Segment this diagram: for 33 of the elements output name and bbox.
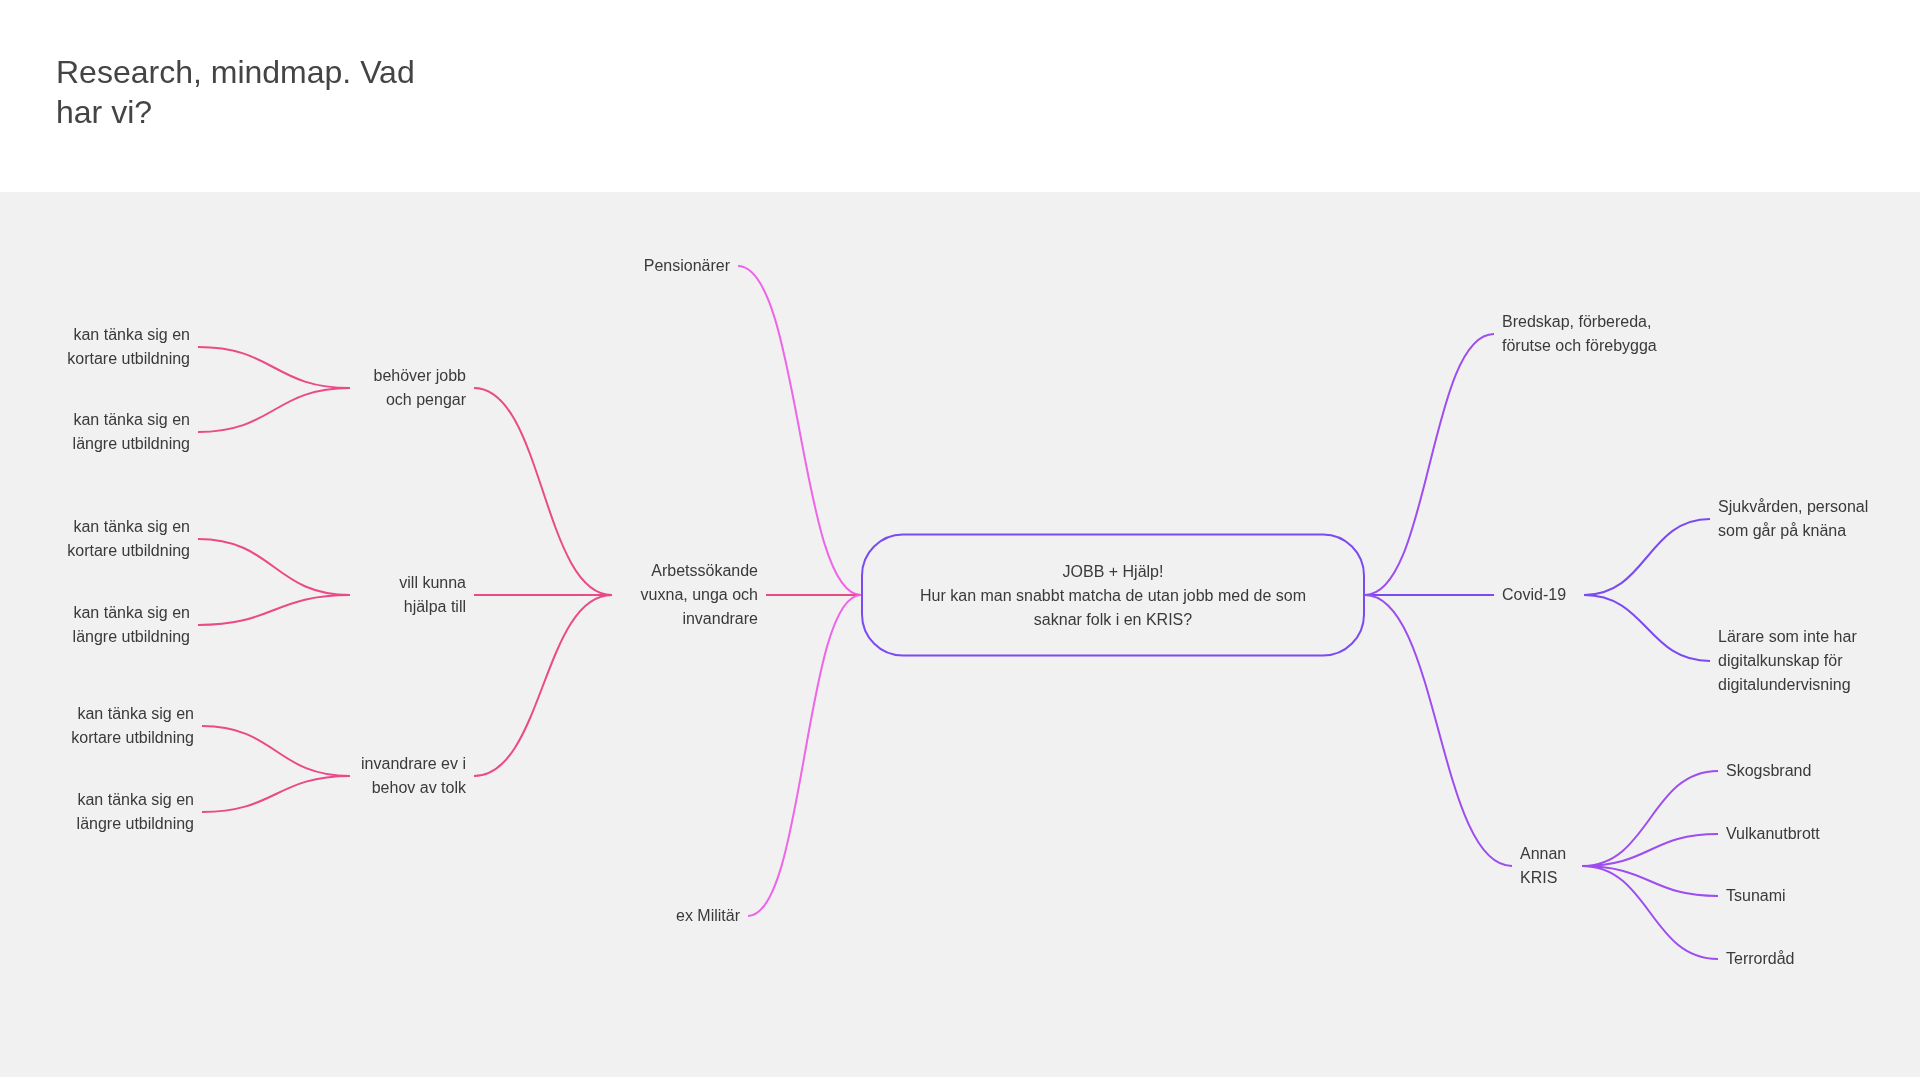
title: Research, mindmap. Vad har vi? <box>56 53 416 132</box>
branch-line <box>747 594 862 917</box>
topic-question: Hur kan man snabbt matcha de utan jobb med de som saknar folk i en KRIS? <box>919 585 1307 629</box>
branch-line <box>201 775 351 813</box>
topic-box <box>861 533 1365 657</box>
branch-label: kan tänka sig en längre utbildning <box>75 790 194 834</box>
branch-label: kan tänka sig en längre utbildning <box>71 603 190 647</box>
branch-label: Terrordåd <box>1726 949 1796 969</box>
branch-label: kan tänka sig en längre utbildning <box>71 410 190 454</box>
branch-label: Arbetssökande vuxna, unga och invandrare <box>639 561 758 629</box>
branch-label: Pensionärer <box>642 256 730 276</box>
branch-label: kan tänka sig en kortare utbildning <box>66 517 190 561</box>
branch-label: Sjukvården, personal som går på knäna <box>1718 497 1870 541</box>
branch-label: Tsunami <box>1726 886 1787 906</box>
branch-label: vill kunna hjälpa till <box>398 573 466 617</box>
branch-label: kan tänka sig en kortare utbildning <box>66 325 190 369</box>
branch-label: Annan KRIS <box>1520 844 1568 888</box>
branch-line <box>197 387 351 433</box>
branch-label: Bredskap, förbereda, förutse och förebygga <box>1502 312 1658 356</box>
branch-label: kan tänka sig en kortare utbildning <box>70 704 194 748</box>
branch-label: Vulkanutbrott <box>1726 824 1821 844</box>
branch-line <box>1364 594 1513 867</box>
topic-heading: JOBB + Hjälp! <box>1061 561 1165 582</box>
branch-line <box>1581 865 1719 960</box>
branch-label: Covid-19 <box>1502 585 1568 605</box>
branch-line <box>473 594 613 777</box>
branch-line <box>197 594 351 626</box>
branch-label: Skogsbrand <box>1726 761 1813 781</box>
branch-label: behöver jobb och pengar <box>372 366 466 410</box>
branch-line <box>1583 594 1711 662</box>
branch-label: Lärare som inte har digitalkunskap för digitalundervisning <box>1718 627 1858 695</box>
branch-label: invandrare ev i behov av tolk <box>360 754 466 798</box>
branch-label: ex Militär <box>675 906 740 926</box>
